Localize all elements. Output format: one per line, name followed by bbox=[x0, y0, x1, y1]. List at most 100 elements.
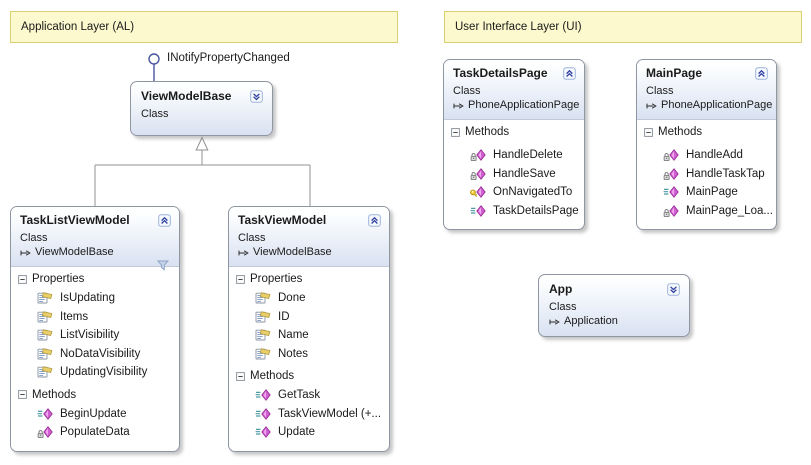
layer-banner-application[interactable]: Application Layer (AL) bbox=[10, 11, 398, 43]
method-name: GetTask bbox=[278, 389, 321, 402]
base-type-icon bbox=[20, 248, 31, 258]
class-kind: Class bbox=[453, 85, 481, 97]
base-type-name: ViewModelBase bbox=[35, 246, 114, 258]
property-row[interactable]: IsUpdating bbox=[11, 289, 179, 308]
property-row[interactable]: ID bbox=[229, 308, 389, 327]
filter-icon[interactable] bbox=[157, 260, 169, 271]
method-row[interactable]: BeginUpdate bbox=[11, 405, 179, 424]
methods-section-header[interactable]: Methods bbox=[444, 122, 584, 142]
property-icon bbox=[37, 348, 53, 360]
property-row[interactable]: Done bbox=[229, 289, 389, 308]
method-name: HandleDelete bbox=[493, 149, 563, 162]
property-icon bbox=[255, 311, 271, 323]
property-icon bbox=[37, 311, 53, 323]
collapse-button[interactable] bbox=[563, 67, 576, 80]
protected-method-icon bbox=[470, 186, 486, 198]
public-method-icon bbox=[37, 408, 53, 420]
property-icon bbox=[255, 348, 271, 360]
property-row[interactable]: Name bbox=[229, 326, 389, 345]
method-name: HandleTaskTap bbox=[686, 167, 765, 180]
methods-section-header[interactable]: Methods bbox=[637, 122, 776, 142]
class-title: TaskListViewModel bbox=[20, 213, 130, 227]
public-method-icon bbox=[255, 426, 271, 438]
collapse-section-icon[interactable] bbox=[18, 275, 27, 284]
public-method-icon bbox=[255, 408, 271, 420]
private-method-icon bbox=[37, 426, 53, 438]
method-name: MainPage_Loa... bbox=[686, 204, 773, 217]
method-name: BeginUpdate bbox=[60, 407, 127, 420]
method-row[interactable]: OnNavigatedTo bbox=[444, 183, 584, 202]
private-method-icon bbox=[663, 205, 679, 217]
class-title: TaskViewModel bbox=[238, 213, 327, 227]
base-type-icon bbox=[453, 101, 464, 111]
interface-label: INotifyPropertyChanged bbox=[167, 52, 290, 64]
property-icon bbox=[37, 366, 53, 378]
method-row[interactable]: HandleAdd bbox=[637, 146, 776, 165]
property-name: ListVisibility bbox=[60, 329, 120, 342]
method-row[interactable]: TaskDetailsPage bbox=[444, 202, 584, 221]
method-row[interactable]: MainPage_Loa... bbox=[637, 202, 776, 221]
methods-section-header[interactable]: Methods bbox=[11, 385, 179, 405]
property-row[interactable]: Items bbox=[11, 308, 179, 327]
property-icon bbox=[255, 329, 271, 341]
property-icon bbox=[255, 292, 271, 304]
method-row[interactable]: PopulateData bbox=[11, 423, 179, 442]
property-row[interactable]: Notes bbox=[229, 345, 389, 364]
property-name: Notes bbox=[278, 347, 309, 360]
method-name: HandleAdd bbox=[686, 149, 743, 162]
property-name: Done bbox=[278, 292, 306, 305]
expand-button[interactable] bbox=[250, 90, 263, 103]
class-box-mainpage[interactable]: MainPage Class PhoneApplicationPage Meth… bbox=[636, 59, 777, 230]
class-box-taskdetailspage[interactable]: TaskDetailsPage Class PhoneApplicationPa… bbox=[443, 59, 585, 230]
property-row[interactable]: UpdatingVisibility bbox=[11, 363, 179, 382]
method-name: MainPage bbox=[686, 186, 738, 199]
lollipop-connector bbox=[148, 53, 160, 81]
method-row[interactable]: MainPage bbox=[637, 183, 776, 202]
property-name: IsUpdating bbox=[60, 292, 115, 305]
collapse-section-icon[interactable] bbox=[451, 128, 460, 137]
method-row[interactable]: GetTask bbox=[229, 386, 389, 405]
collapse-button[interactable] bbox=[368, 214, 381, 227]
class-box-app[interactable]: App Class Application bbox=[538, 274, 690, 337]
private-method-icon bbox=[663, 168, 679, 180]
property-name: NoDataVisibility bbox=[60, 347, 141, 360]
expand-button[interactable] bbox=[667, 283, 680, 296]
properties-section-header[interactable]: Properties bbox=[229, 269, 389, 289]
collapse-section-icon[interactable] bbox=[236, 275, 245, 284]
collapse-button[interactable] bbox=[755, 67, 768, 80]
method-name: TaskDetailsPage bbox=[493, 204, 579, 217]
method-row[interactable]: HandleTaskTap bbox=[637, 165, 776, 184]
class-title: ViewModelBase bbox=[141, 89, 232, 103]
private-method-icon bbox=[470, 149, 486, 161]
class-box-tasklistviewmodel[interactable]: TaskListViewModel Class ViewModelBase Pr… bbox=[10, 206, 180, 452]
class-kind: Class bbox=[549, 301, 577, 313]
private-method-icon bbox=[470, 168, 486, 180]
method-row[interactable]: HandleSave bbox=[444, 165, 584, 184]
collapse-section-icon[interactable] bbox=[236, 372, 245, 381]
class-kind: Class bbox=[20, 232, 48, 244]
method-row[interactable]: TaskViewModel (+... bbox=[229, 405, 389, 424]
method-row[interactable]: Update bbox=[229, 423, 389, 442]
property-row[interactable]: NoDataVisibility bbox=[11, 345, 179, 364]
layer-banner-ui[interactable]: User Interface Layer (UI) bbox=[444, 11, 802, 43]
properties-section-header[interactable]: Properties bbox=[11, 269, 179, 289]
methods-section-header[interactable]: Methods bbox=[229, 366, 389, 386]
layer-banner-label: Application Layer (AL) bbox=[21, 21, 135, 33]
method-row[interactable]: HandleDelete bbox=[444, 146, 584, 165]
property-icon bbox=[37, 292, 53, 304]
class-box-viewmodelbase[interactable]: ViewModelBase Class bbox=[130, 81, 273, 136]
collapse-section-icon[interactable] bbox=[18, 390, 27, 399]
base-type-icon bbox=[646, 101, 657, 111]
base-type-name: PhoneApplicationPage bbox=[661, 99, 773, 111]
base-type-name: PhoneApplicationPage bbox=[468, 99, 580, 111]
collapse-button[interactable] bbox=[158, 214, 171, 227]
method-name: PopulateData bbox=[60, 426, 130, 439]
collapse-section-icon[interactable] bbox=[644, 128, 653, 137]
public-method-icon bbox=[663, 186, 679, 198]
property-row[interactable]: ListVisibility bbox=[11, 326, 179, 345]
method-name: HandleSave bbox=[493, 167, 556, 180]
class-box-taskviewmodel[interactable]: TaskViewModel Class ViewModelBase Proper… bbox=[228, 206, 390, 452]
base-type-icon bbox=[238, 248, 249, 258]
class-kind: Class bbox=[238, 232, 266, 244]
